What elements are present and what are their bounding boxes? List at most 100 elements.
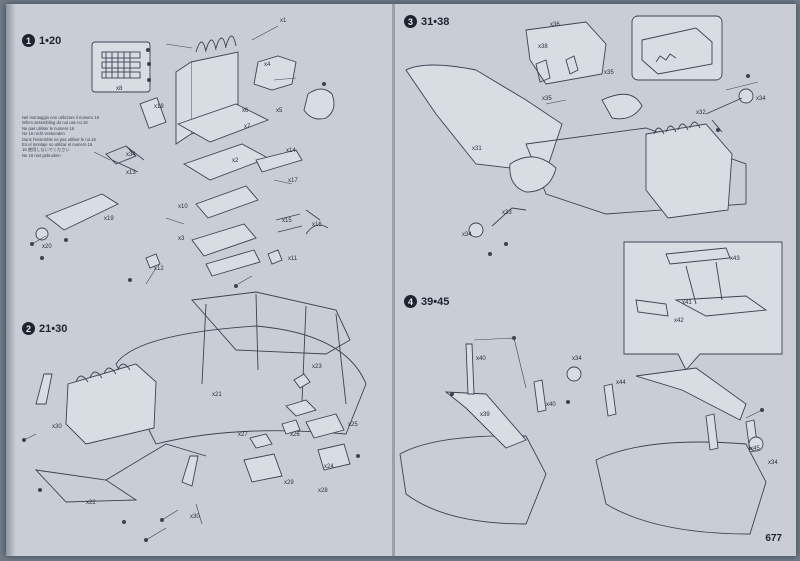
seat-frame — [525, 21, 607, 85]
page-number: 677 — [765, 533, 782, 544]
axles — [491, 97, 743, 227]
part-label: x8 — [116, 86, 123, 92]
note-line: No 16 niet gebruiken — [22, 152, 61, 158]
step-1-drawing: x8 x18 x34 x13 x20 x19 x1 x6 x7 x2 x10 x… — [30, 18, 335, 288]
note-line: Nel montaggio non utilizzare il numero 1… — [22, 115, 100, 120]
side-pipe — [255, 149, 303, 173]
part-label: x32 — [696, 110, 706, 116]
step-1-range: 1•20 — [39, 34, 62, 47]
part-label: x14 — [286, 148, 296, 154]
step-2-number: 2 — [22, 322, 35, 335]
part-label: x34 — [462, 232, 472, 238]
part-label: x4 — [264, 62, 271, 68]
part-label: x21 — [212, 392, 222, 398]
part-label: x34 — [768, 460, 778, 466]
struts-right — [603, 383, 759, 453]
part-label: x31 — [472, 146, 482, 152]
part-label: x5 — [276, 108, 283, 114]
part-label: x42 — [674, 318, 684, 324]
wheel-hub — [566, 366, 582, 382]
note-line: 16 使用しないでください — [22, 147, 70, 153]
part-label: x34 — [572, 356, 582, 362]
part-label: x17 — [288, 178, 298, 184]
part-label: x43 — [730, 256, 740, 262]
part-label: x41 — [682, 300, 692, 306]
body-shell — [405, 64, 563, 173]
engine-block — [175, 35, 270, 277]
note-line: No 16 nicht verwenden — [22, 131, 65, 137]
instruction-sheet: 1 1•20 2 21•30 3 31•38 4 39•45 Nel monta… — [6, 4, 796, 556]
chassis-outline — [115, 325, 367, 445]
page-fold — [392, 4, 395, 556]
part-label: x15 — [282, 218, 292, 224]
front-suspension-right — [635, 367, 747, 421]
front-body-right — [595, 441, 767, 535]
detail-callout — [623, 241, 783, 371]
step-3-drawing: x38 x36 x35 x35 x32 x34 x31 x33 x34 — [405, 15, 766, 256]
part-label: x22 — [86, 500, 96, 506]
shock-absorber-front — [35, 373, 53, 405]
wheel-hub — [35, 227, 49, 241]
part-label: x16 — [312, 222, 322, 228]
engine-assembly — [65, 363, 157, 445]
note-line: Dans l'ensemble ne pas utiliser le no.16 — [22, 136, 96, 142]
chassis-rear — [525, 127, 747, 215]
assembly-notes: Nel montaggio non utilizzare il numero 1… — [22, 115, 132, 158]
step-2-range: 21•30 — [39, 322, 68, 335]
part-label: x30 — [190, 514, 200, 520]
exhaust-manifold — [105, 145, 145, 173]
wheel-hub — [748, 436, 764, 452]
part-label: x7 — [244, 124, 251, 130]
part-label: x20 — [42, 244, 52, 250]
exhaust-silencers — [243, 443, 351, 483]
part-label: x28 — [318, 488, 328, 494]
front-suspension-left — [444, 391, 527, 449]
part-label: x30 — [52, 424, 62, 430]
part-label: x34 — [126, 152, 136, 158]
part-label: x23 — [312, 364, 322, 370]
hand-illustration — [509, 156, 557, 193]
hand-illustration — [601, 93, 643, 120]
struts-left — [465, 343, 547, 413]
part-label: x35 — [542, 96, 552, 102]
part-label: x36 — [550, 22, 560, 28]
step-4-drawing: x40 x40 x39 x34 x44 x45 x34 x43 x41 x42 — [399, 241, 783, 535]
note-line: En el montaje no utilizar el numero 16 — [22, 142, 93, 148]
wheel-hub — [468, 222, 484, 238]
step-3-number: 3 — [404, 15, 417, 28]
part-label: x25 — [348, 422, 358, 428]
radiator-grille-detail — [101, 51, 141, 79]
assembly-drawings: x8 x18 x34 x13 x20 x19 x1 x6 x7 x2 x10 x… — [22, 15, 783, 542]
part-label: x11 — [288, 256, 298, 262]
gearbox — [45, 193, 119, 231]
mounts — [145, 249, 283, 269]
part-label: x35 — [604, 70, 614, 76]
brackets — [249, 419, 301, 449]
note-line: Ne pas utiliser le numero 16 — [22, 125, 75, 131]
part-label: x38 — [538, 44, 548, 50]
part-label: x19 — [104, 216, 114, 222]
part-label: x18 — [154, 104, 164, 110]
part-label: x3 — [178, 236, 185, 242]
leader-lines — [31, 25, 297, 285]
fuel-tanks — [285, 399, 345, 439]
step-4-header: 4 39•45 — [404, 295, 449, 308]
part-label: x45 — [750, 446, 760, 452]
part-label: x26 — [290, 432, 300, 438]
engine-installed — [645, 123, 733, 219]
part-label: x33 — [502, 210, 512, 216]
part-label: x12 — [154, 266, 164, 272]
step-3-header: 3 31•38 — [404, 15, 449, 28]
step-4-number: 4 — [404, 295, 417, 308]
roll-cage-top — [191, 291, 351, 355]
part-label: x39 — [480, 412, 490, 418]
part-label: x44 — [616, 380, 626, 386]
part-label: x1 — [280, 18, 287, 24]
step-3-range: 31•38 — [421, 15, 450, 28]
part-label: x27 — [238, 432, 248, 438]
part-label: x13 — [126, 170, 136, 176]
step-2-drawing: x30 x30 x22 x21 x23 x27 x26 x25 x24 x29 … — [22, 291, 367, 542]
part-label: x2 — [232, 158, 239, 164]
step-2-header: 2 21•30 — [22, 322, 67, 335]
roll-cage-bars — [201, 293, 347, 405]
